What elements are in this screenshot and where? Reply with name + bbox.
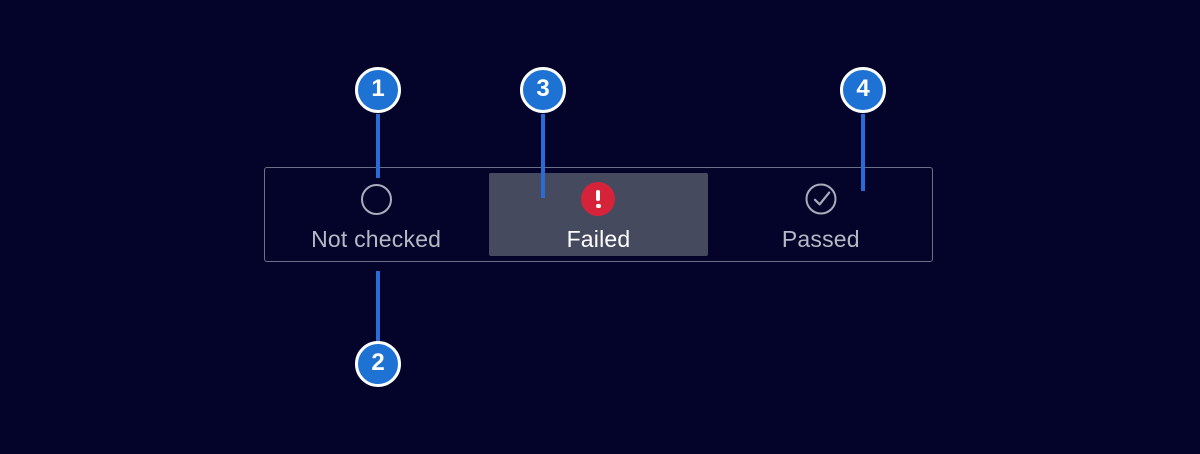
not-checked-circle-icon xyxy=(360,183,392,215)
callout-number: 2 xyxy=(371,349,385,376)
callout-badge-1: 1 xyxy=(355,67,401,113)
callout-number: 3 xyxy=(536,75,550,102)
icon-slot xyxy=(581,182,616,216)
callout-badge-4: 4 xyxy=(840,67,886,113)
check-circle-icon xyxy=(805,183,837,215)
callout-number: 4 xyxy=(856,75,870,102)
callout-badge-3: 3 xyxy=(520,67,566,113)
segment-failed[interactable]: Failed xyxy=(487,168,709,261)
error-circle-icon xyxy=(581,182,616,216)
check-status-bar: Not checked Failed Passed xyxy=(264,167,933,262)
callout-number: 1 xyxy=(371,75,385,102)
callout-line-1 xyxy=(376,114,380,178)
icon-slot xyxy=(804,182,838,216)
callout-line-2 xyxy=(376,271,380,341)
callout-line-3 xyxy=(541,114,545,198)
callout-badge-2: 2 xyxy=(355,341,401,387)
segment-label-failed: Failed xyxy=(566,226,631,252)
segment-label-passed: Passed xyxy=(781,226,860,252)
segment-label-not-checked: Not checked xyxy=(311,226,442,252)
exclamation-dot xyxy=(596,203,601,209)
icon-slot xyxy=(359,182,393,216)
exclamation-bar xyxy=(596,189,601,201)
callout-line-4 xyxy=(861,114,865,191)
segment-passed[interactable]: Passed xyxy=(710,168,932,261)
segment-not-checked[interactable]: Not checked xyxy=(265,168,487,261)
